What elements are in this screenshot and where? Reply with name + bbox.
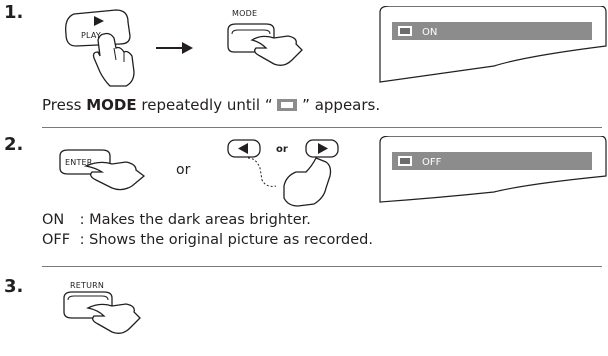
right-arrow-icon xyxy=(156,42,193,54)
play-button-label: PLAY xyxy=(81,31,101,40)
definition-sep: : xyxy=(75,212,90,228)
hand-press-icon xyxy=(92,32,135,87)
cursor-buttons-illustration: or xyxy=(227,139,339,207)
divider xyxy=(42,266,602,267)
step-number-3: 3. xyxy=(4,276,24,297)
caption-text: Press xyxy=(42,96,87,114)
tv-screen-step2: OFF xyxy=(379,136,607,203)
return-button-label: RETURN xyxy=(70,281,105,290)
picture-mode-icon xyxy=(400,28,410,34)
mode-button-illustration xyxy=(227,23,303,66)
hand-press-icon xyxy=(283,157,332,207)
hand-press-icon xyxy=(86,303,141,334)
step-number-2: 2. xyxy=(4,134,24,155)
or-text: or xyxy=(176,162,191,178)
caption-text: ” appears. xyxy=(297,96,381,114)
caption-text: repeatedly until “ xyxy=(136,96,278,114)
osd-value-step2: OFF xyxy=(422,157,442,168)
definition-desc: Makes the dark areas brighter. xyxy=(89,212,311,228)
enter-button-illustration: ENTER xyxy=(59,149,146,191)
return-button-illustration xyxy=(63,291,141,334)
definition-desc: Shows the original picture as recorded. xyxy=(89,232,373,248)
or-small-text: or xyxy=(276,144,288,155)
hand-press-icon xyxy=(250,35,303,66)
caption-mode-bold: MODE xyxy=(86,96,137,114)
mode-button-label: MODE xyxy=(232,9,258,18)
picture-mode-icon xyxy=(400,158,410,164)
hand-press-icon xyxy=(83,161,146,191)
enter-button-label: ENTER xyxy=(65,158,93,167)
divider xyxy=(42,127,602,128)
definition-on: ON : Makes the dark areas brighter. xyxy=(42,210,373,230)
definition-sep: : xyxy=(75,232,90,248)
tv-screen-step1: ON xyxy=(379,6,607,83)
picture-mode-icon xyxy=(277,99,298,111)
step-number-1: 1. xyxy=(4,2,24,23)
definition-term: ON xyxy=(42,212,65,228)
play-triangle-icon xyxy=(94,16,104,26)
osd-value-step1: ON xyxy=(422,27,437,38)
step1-caption: Press MODE repeatedly until “ ” appears. xyxy=(42,96,380,114)
mode-definitions: ON : Makes the dark areas brighter. OFF … xyxy=(42,210,373,250)
play-button-illustration: PLAY xyxy=(65,9,135,87)
definition-off: OFF : Shows the original picture as reco… xyxy=(42,230,373,250)
definition-term: OFF xyxy=(42,232,71,248)
